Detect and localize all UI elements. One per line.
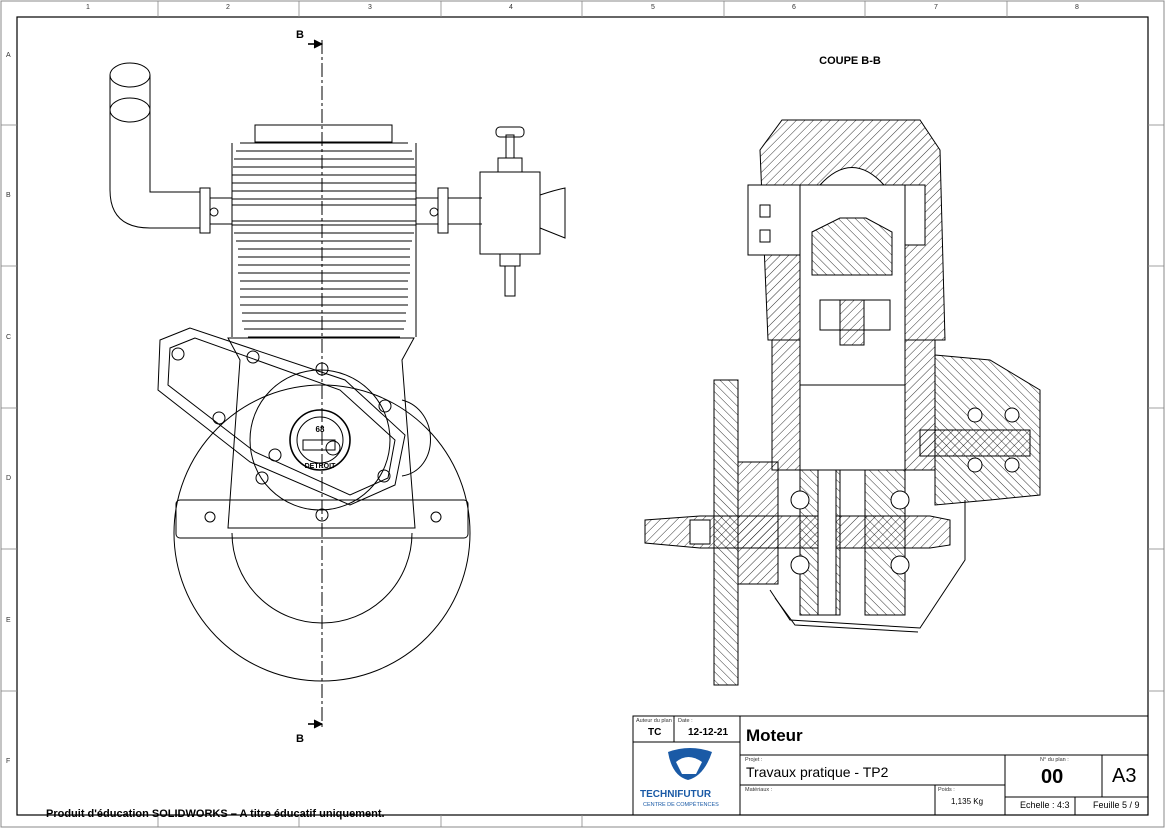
engine-front-view xyxy=(109,62,566,682)
plan-no-label: N° du plan : xyxy=(1040,757,1069,763)
cut-label-top: B xyxy=(296,29,304,41)
zone-row-e: E xyxy=(6,617,11,624)
author-label: Auteur du plan : xyxy=(636,718,675,724)
weight-value: 1,135 Kg xyxy=(951,797,984,806)
material-label: Matériaux : xyxy=(745,787,773,793)
exhaust-pipe xyxy=(109,62,233,234)
author-value: TC xyxy=(648,727,662,738)
badge-bottom-text: DETROIT xyxy=(305,463,336,470)
zone-col-5: 5 xyxy=(651,4,655,11)
badge-top-text: 68 xyxy=(316,425,325,434)
scale-value: Echelle : 4:3 xyxy=(1020,800,1070,810)
cover-plate xyxy=(157,327,406,522)
plan-no-value: 00 xyxy=(1041,766,1064,788)
educational-watermark: Produit d'éducation SOLIDWORKS – A titre… xyxy=(46,808,385,820)
weight-label: Poids : xyxy=(938,787,955,793)
section-view xyxy=(644,119,1041,686)
logo-main-text: TECHNIFUTUR xyxy=(640,789,712,800)
zone-col-4: 4 xyxy=(509,4,513,11)
cut-label-bottom: B xyxy=(296,733,304,745)
sheet-format: A3 xyxy=(1112,765,1137,787)
zone-col-1: 1 xyxy=(86,4,90,11)
zone-row-a: A xyxy=(6,52,11,59)
cylinder-fins xyxy=(231,124,417,338)
zone-col-2: 2 xyxy=(226,4,230,11)
zone-row-d: D xyxy=(6,475,12,482)
logo-sub-text: CENTRE DE COMPÉTENCES xyxy=(643,802,719,808)
title-block xyxy=(632,715,1149,816)
carburettor xyxy=(415,126,566,297)
technifutur-logo xyxy=(668,748,712,780)
date-value: 12-12-21 xyxy=(688,727,729,738)
zone-row-c: C xyxy=(6,334,12,341)
zone-row-b: B xyxy=(6,192,11,199)
zone-col-7: 7 xyxy=(934,4,938,11)
project-value: Travaux pratique - TP2 xyxy=(746,764,889,780)
zone-row-f: F xyxy=(6,758,11,765)
zone-col-6: 6 xyxy=(792,4,796,11)
drawing-title: Moteur xyxy=(746,726,803,745)
project-label: Projet : xyxy=(745,757,763,763)
section-title: COUPE B-B xyxy=(819,55,881,67)
date-label: Date : xyxy=(678,718,693,724)
zone-col-3: 3 xyxy=(368,4,372,11)
zone-col-8: 8 xyxy=(1075,4,1079,11)
cutting-plane-line xyxy=(308,39,324,730)
sheet-number: Feuille 5 / 9 xyxy=(1093,800,1140,810)
detroit-badge xyxy=(289,409,351,471)
